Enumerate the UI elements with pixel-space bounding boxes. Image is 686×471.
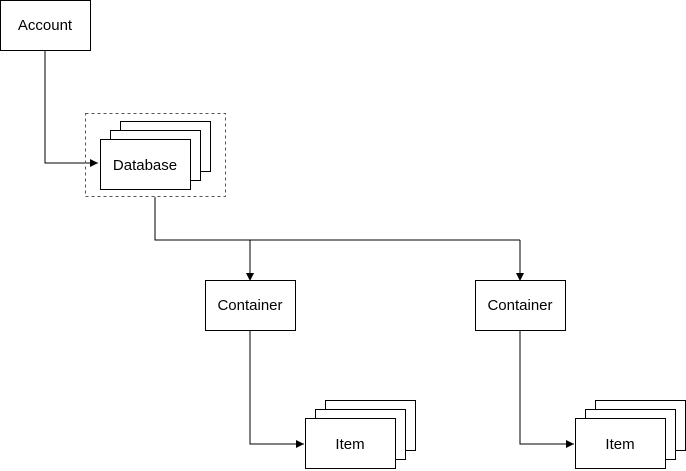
node-container-left-label: Container — [217, 297, 282, 314]
node-item-left[interactable] — [305, 418, 396, 469]
node-database-group[interactable]: Database — [85, 113, 226, 197]
edge-database-trunk[interactable] — [154, 197, 520, 241]
node-account-label: Account — [18, 17, 73, 34]
edge-container-right-to-item[interactable] — [519, 330, 574, 448]
node-database[interactable] — [100, 139, 191, 190]
node-container-right[interactable]: Container — [475, 280, 566, 331]
edge-account-to-database[interactable] — [44, 50, 98, 167]
node-item-right-group[interactable]: Item — [575, 400, 686, 469]
node-container-right-label: Container — [487, 297, 552, 314]
node-item-left-label: Item — [335, 436, 364, 453]
database-group-frame — [85, 113, 226, 197]
node-item-left-group[interactable]: Item — [305, 400, 416, 469]
edge-container-left-to-item[interactable] — [249, 330, 304, 448]
node-item-right-label: Item — [605, 436, 634, 453]
node-account[interactable]: Account — [0, 0, 91, 51]
node-item-right[interactable] — [575, 418, 666, 469]
node-database-label: Database — [113, 157, 177, 174]
node-container-left[interactable]: Container — [205, 280, 296, 331]
